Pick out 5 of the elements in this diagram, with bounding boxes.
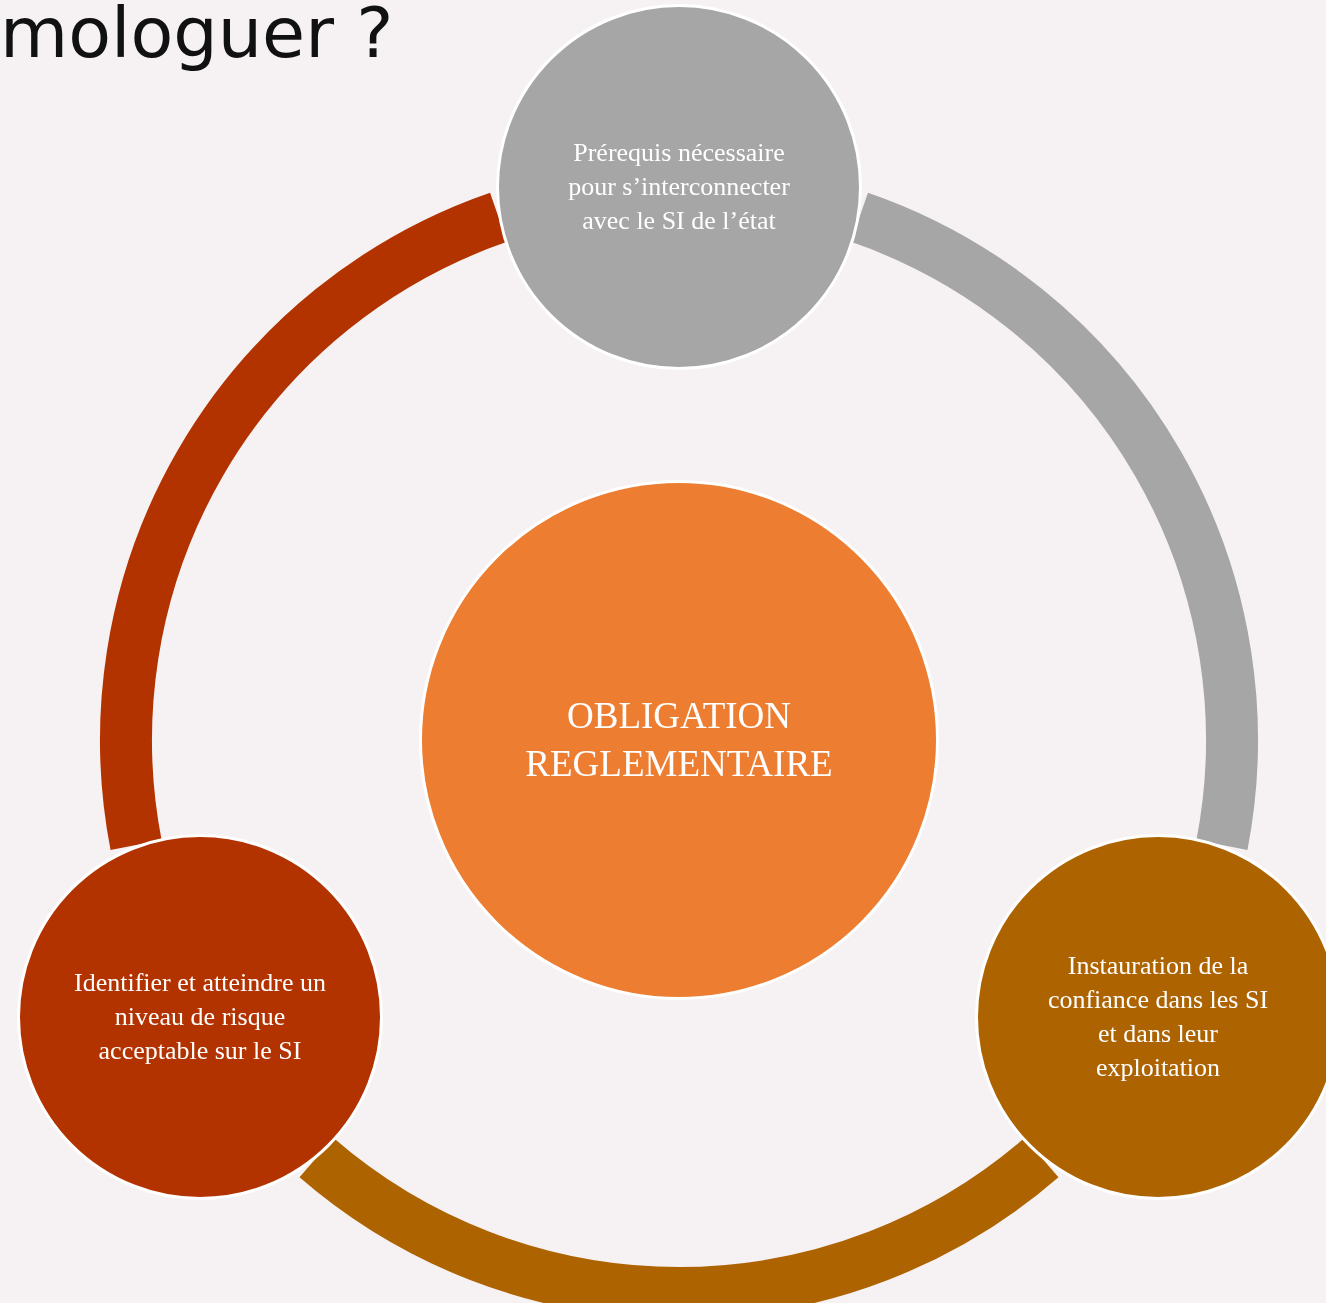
node-label: Identifier et atteindre un niveau de risque acceptable sur le SI bbox=[73, 967, 327, 1067]
node-label: OBLIGATION REGLEMENTAIRE bbox=[524, 693, 834, 786]
node-label: Instauration de la confiance dans les SI et dans leur exploitation bbox=[1046, 950, 1270, 1084]
slide-title: mologuer ? bbox=[0, 0, 394, 74]
node-label: Prérequis nécessaire pour s’interconnecter avec le SI de l’état bbox=[567, 137, 791, 237]
